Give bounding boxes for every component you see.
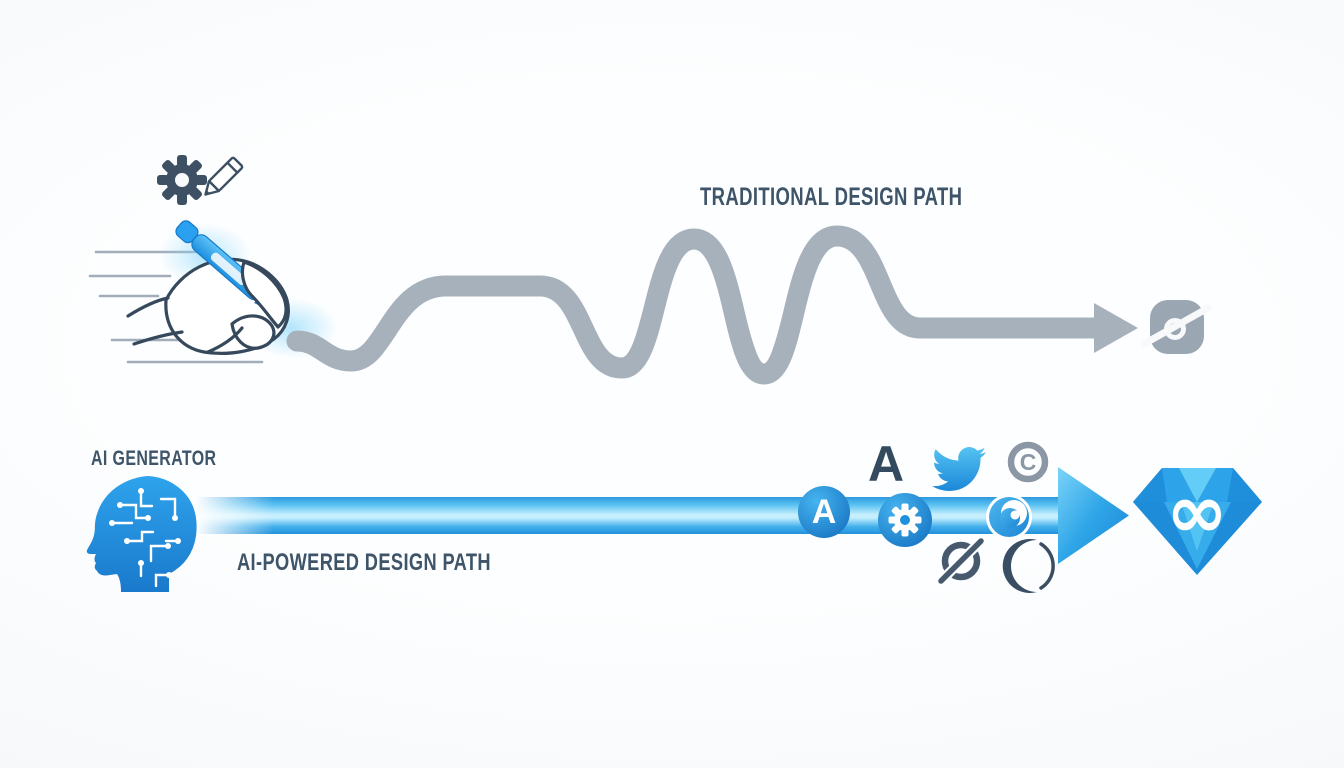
circuit-head-icon: [86, 476, 197, 592]
infinity-symbol: ∞: [1166, 469, 1228, 555]
svg-text:A: A: [812, 493, 837, 531]
gear-circle-logo-icon: [878, 493, 932, 547]
bird-logo-icon: [932, 447, 986, 491]
ai-arrowhead-icon: [1058, 467, 1129, 564]
wave-swirl-logo-icon: [986, 494, 1032, 540]
traditional-path-label: TRADITIONAL DESIGN PATH: [700, 183, 963, 211]
ai-generator-label: AI GENERATOR: [91, 447, 217, 470]
crescent-moon-logo-icon: [1002, 539, 1055, 593]
c-ring-logo-icon: C: [1007, 441, 1049, 483]
diamond-infinity-icon: ∞: [1133, 468, 1262, 575]
gear-icon: [157, 155, 207, 205]
abstract-squircle-logo-icon: [1140, 300, 1212, 354]
hand-fingers: [206, 260, 288, 354]
wavy-line: [286, 225, 1108, 385]
letter-a-dark-logo: A: [868, 436, 904, 492]
ai-path-label: AI-POWERED DESIGN PATH: [237, 549, 491, 576]
traditional-path-line: [286, 225, 1138, 385]
letter-a-circle-logo-icon: A: [798, 486, 850, 538]
pencil-icon: [204, 156, 244, 196]
slashed-ring-logo-icon: [938, 538, 984, 584]
svg-text:C: C: [1020, 449, 1037, 475]
gray-arrowhead-icon: [1094, 303, 1138, 353]
